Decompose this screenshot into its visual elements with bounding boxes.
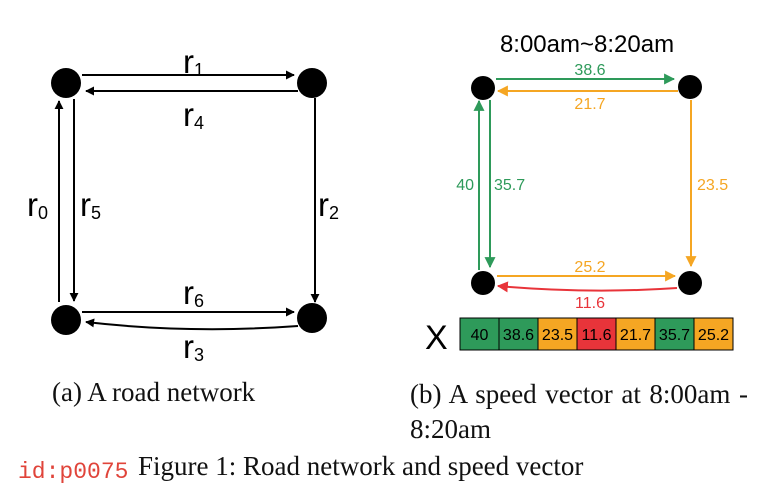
watermark-id: id:p0075 <box>18 459 129 485</box>
vector-cell <box>498 317 539 351</box>
vector-cell-value: 23.5 <box>542 327 573 344</box>
speed-edge-bottom-left <box>496 281 678 293</box>
road-label-r4: r4 <box>183 96 204 133</box>
vector-cell <box>693 317 734 351</box>
speed-vector: 40 38.6 23.5 11.6 21.7 35.7 25.2 <box>459 317 734 351</box>
road-label-r3: r3 <box>183 328 204 365</box>
vector-cell-value: 21.7 <box>620 327 651 344</box>
speed-node-top-left <box>471 76 495 100</box>
time-window-title: 8:00am~8:20am <box>500 31 674 58</box>
speed-node-top-right <box>678 75 702 99</box>
vector-cell <box>537 317 578 351</box>
speed-label-top-right: 38.6 <box>574 62 605 79</box>
node-top-right <box>297 68 327 98</box>
road-label-r2: r2 <box>318 186 339 223</box>
vector-cell-value: 38.6 <box>503 327 534 344</box>
road-label-r0: r0 <box>27 186 48 223</box>
speed-label-right-down: 23.5 <box>697 177 728 194</box>
road-label-r5: r5 <box>80 186 101 223</box>
road-label-r1: r1 <box>183 43 204 80</box>
vector-cell <box>576 317 617 351</box>
speed-node-bottom-right <box>678 271 702 295</box>
road-label-r6: r6 <box>183 274 204 311</box>
speed-node-bottom-left <box>471 271 495 295</box>
speed-label-bottom-left: 11.6 <box>575 295 605 312</box>
speed-vector-panel: 8:00am~8:20am 38.6 21.7 23.5 40 35.7 25.… <box>425 31 734 357</box>
vector-cell <box>654 317 695 351</box>
vector-cell-value: 40 <box>471 327 489 344</box>
vector-label-x: X <box>425 319 448 357</box>
vector-cell <box>459 317 500 351</box>
vector-cell-value: 35.7 <box>659 327 690 344</box>
speed-label-bottom-right: 25.2 <box>574 259 605 276</box>
figure-caption: Figure 1: Road network and speed vector <box>138 451 584 481</box>
node-bottom-left <box>51 305 81 335</box>
caption-road-network: (a) A road network <box>52 377 256 407</box>
node-top-left <box>51 68 81 98</box>
road-network-panel: r1 r4 r0 r5 r2 r6 r3 <box>27 43 339 365</box>
node-bottom-right <box>297 303 327 333</box>
speed-label-left-up: 40 <box>456 177 474 194</box>
speed-label-top-left: 21.7 <box>574 96 605 113</box>
vector-cell <box>615 317 656 351</box>
speed-label-left-down: 35.7 <box>494 177 525 194</box>
caption-speed-vector: (b) A speed vector at 8:00am - 8:20am <box>410 379 748 444</box>
vector-cell-value: 11.6 <box>582 327 612 344</box>
edge-r3 <box>85 318 299 331</box>
vector-cell-value: 25.2 <box>698 327 729 344</box>
